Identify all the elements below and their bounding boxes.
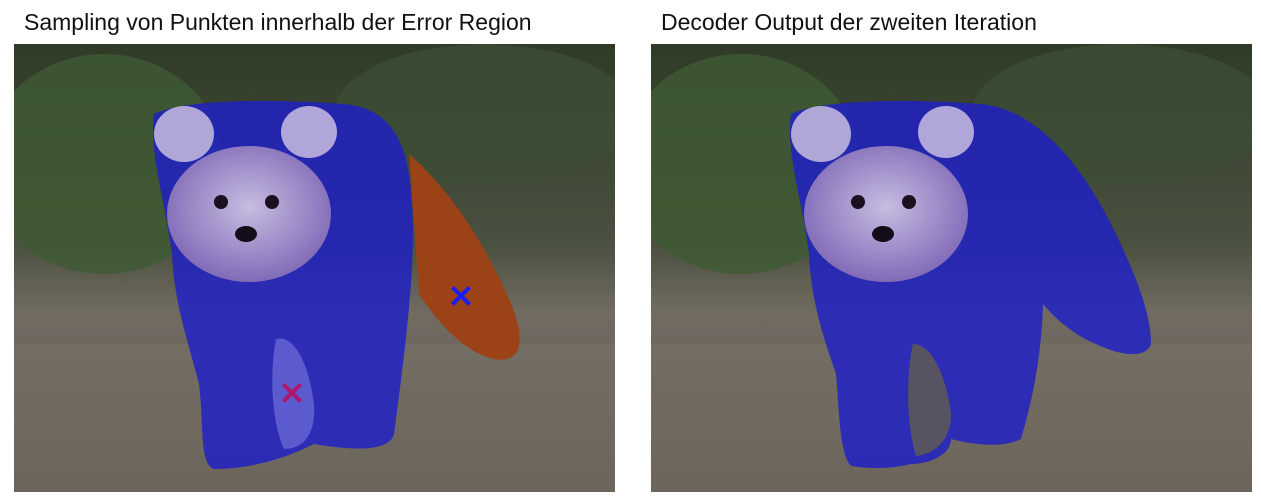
right-ear xyxy=(918,106,974,158)
right-eye xyxy=(902,195,916,209)
left-eye xyxy=(851,195,865,209)
left-photo: × × xyxy=(14,44,615,492)
magenta-x-marker: × xyxy=(278,373,307,413)
panda-face xyxy=(167,146,331,282)
left-ear xyxy=(791,106,851,162)
gap-between-legs xyxy=(908,344,951,456)
left-panel-title: Sampling von Punkten innerhalb der Error… xyxy=(24,9,532,35)
right-photo-svg xyxy=(651,44,1252,492)
right-eye xyxy=(265,195,279,209)
blue-x-marker: × xyxy=(447,276,476,316)
nose xyxy=(872,226,894,242)
left-photo-svg: × × xyxy=(14,44,615,492)
right-ear xyxy=(281,106,337,158)
foliage-right xyxy=(334,44,615,184)
error-region xyxy=(272,338,315,449)
left-panel: Sampling von Punkten innerhalb der Error… xyxy=(0,0,625,502)
nose xyxy=(235,226,257,242)
left-eye xyxy=(214,195,228,209)
left-ear xyxy=(154,106,214,162)
right-panel-title: Decoder Output der zweiten Iteration xyxy=(661,9,1037,35)
right-panel: Decoder Output der zweiten Iteration xyxy=(637,0,1261,502)
panda-face xyxy=(804,146,968,282)
right-photo xyxy=(651,44,1252,492)
tail xyxy=(409,154,520,360)
